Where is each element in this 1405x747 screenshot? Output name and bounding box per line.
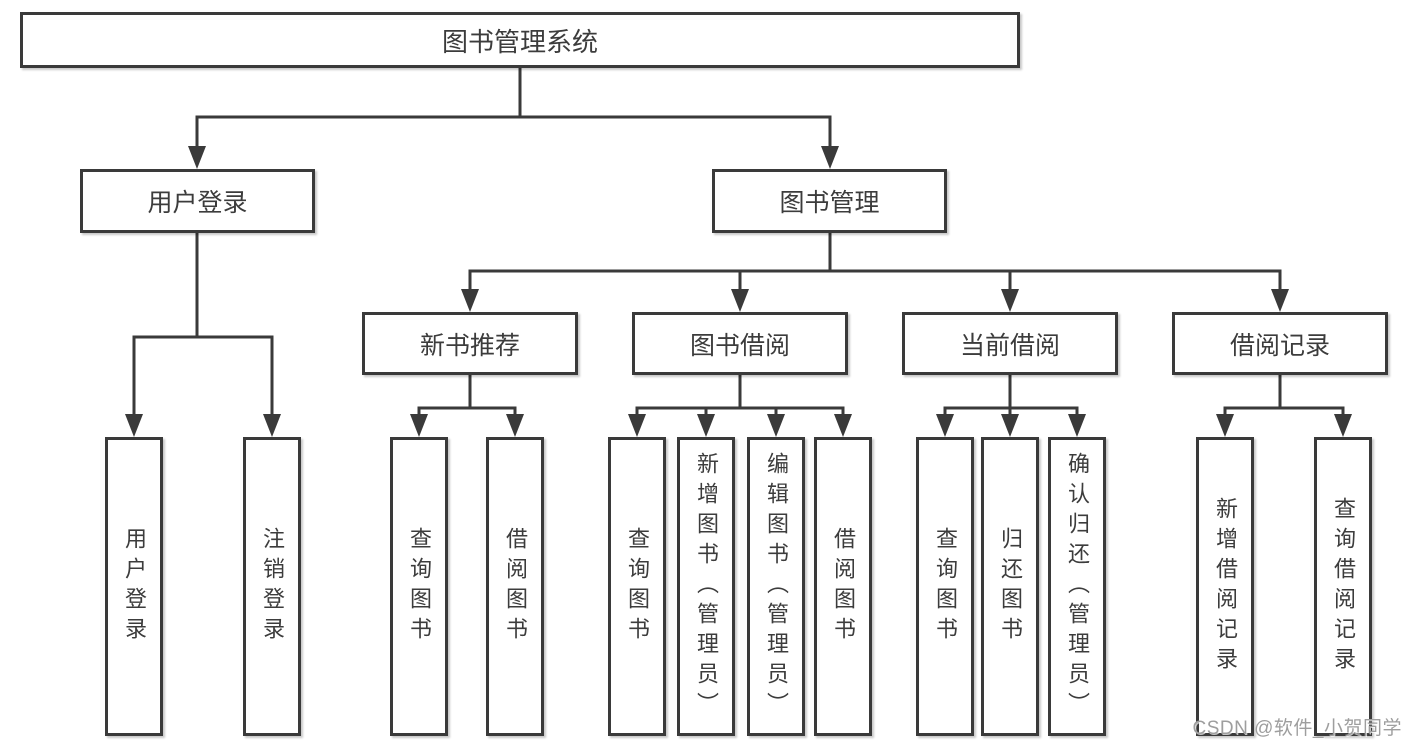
leaf-query-book-2: 查询图书 xyxy=(608,437,666,736)
node-user-login: 用户登录 xyxy=(80,169,315,233)
node-book-management-label: 图书管理 xyxy=(779,189,880,217)
leaf-query-book-3: 查询图书 xyxy=(916,437,974,736)
leaf-query-borrow-record: 查询借阅记录 xyxy=(1314,437,1372,736)
node-root: 图书管理系统 xyxy=(20,12,1020,68)
leaf-confirm-return-admin-label: 确认归还（管理员） xyxy=(1065,451,1090,722)
leaf-borrow-book-2: 借阅图书 xyxy=(814,437,872,736)
leaf-logout: 注销登录 xyxy=(243,437,301,736)
leaf-borrow-book-1: 借阅图书 xyxy=(486,437,544,736)
leaf-borrow-book-1-label: 借阅图书 xyxy=(503,526,528,647)
leaf-query-book-2-label: 查询图书 xyxy=(625,526,650,647)
node-borrow-records: 借阅记录 xyxy=(1172,312,1388,375)
leaf-add-borrow-record: 新增借阅记录 xyxy=(1196,437,1254,736)
leaf-return-book: 归还图书 xyxy=(981,437,1039,736)
leaf-add-book-admin: 新增图书（管理员） xyxy=(677,437,735,736)
leaf-edit-book-admin: 编辑图书（管理员） xyxy=(747,437,805,736)
node-book-management: 图书管理 xyxy=(712,169,947,233)
node-current-borrow-label: 当前借阅 xyxy=(959,331,1060,360)
leaf-user-login-label: 用户登录 xyxy=(122,526,147,647)
node-user-login-label: 用户登录 xyxy=(147,189,248,217)
node-book-borrow: 图书借阅 xyxy=(632,312,848,375)
leaf-edit-book-admin-label: 编辑图书（管理员） xyxy=(764,451,789,722)
node-root-label: 图书管理系统 xyxy=(441,26,598,57)
node-current-borrow: 当前借阅 xyxy=(902,312,1118,375)
connector-paths xyxy=(132,68,1345,420)
leaf-query-book-1-label: 查询图书 xyxy=(407,526,432,647)
arrowhead-icons xyxy=(125,146,1352,437)
leaf-user-login: 用户登录 xyxy=(105,437,163,736)
leaf-borrow-book-2-label: 借阅图书 xyxy=(831,526,856,647)
leaf-query-borrow-record-label: 查询借阅记录 xyxy=(1331,496,1356,677)
leaf-return-book-label: 归还图书 xyxy=(998,526,1023,647)
node-book-borrow-label: 图书借阅 xyxy=(689,331,790,360)
csdn-watermark: CSDN @软件_小贺同学 xyxy=(1192,718,1402,739)
node-new-book-recommend: 新书推荐 xyxy=(362,312,578,375)
leaf-confirm-return-admin: 确认归还（管理员） xyxy=(1048,437,1106,736)
leaf-query-book-1: 查询图书 xyxy=(390,437,448,736)
leaf-add-book-admin-label: 新增图书（管理员） xyxy=(694,451,719,722)
node-new-book-recommend-label: 新书推荐 xyxy=(419,331,520,360)
node-borrow-records-label: 借阅记录 xyxy=(1229,331,1330,360)
leaf-query-book-3-label: 查询图书 xyxy=(933,526,958,647)
leaf-logout-label: 注销登录 xyxy=(260,526,285,647)
leaf-add-borrow-record-label: 新增借阅记录 xyxy=(1213,496,1238,677)
